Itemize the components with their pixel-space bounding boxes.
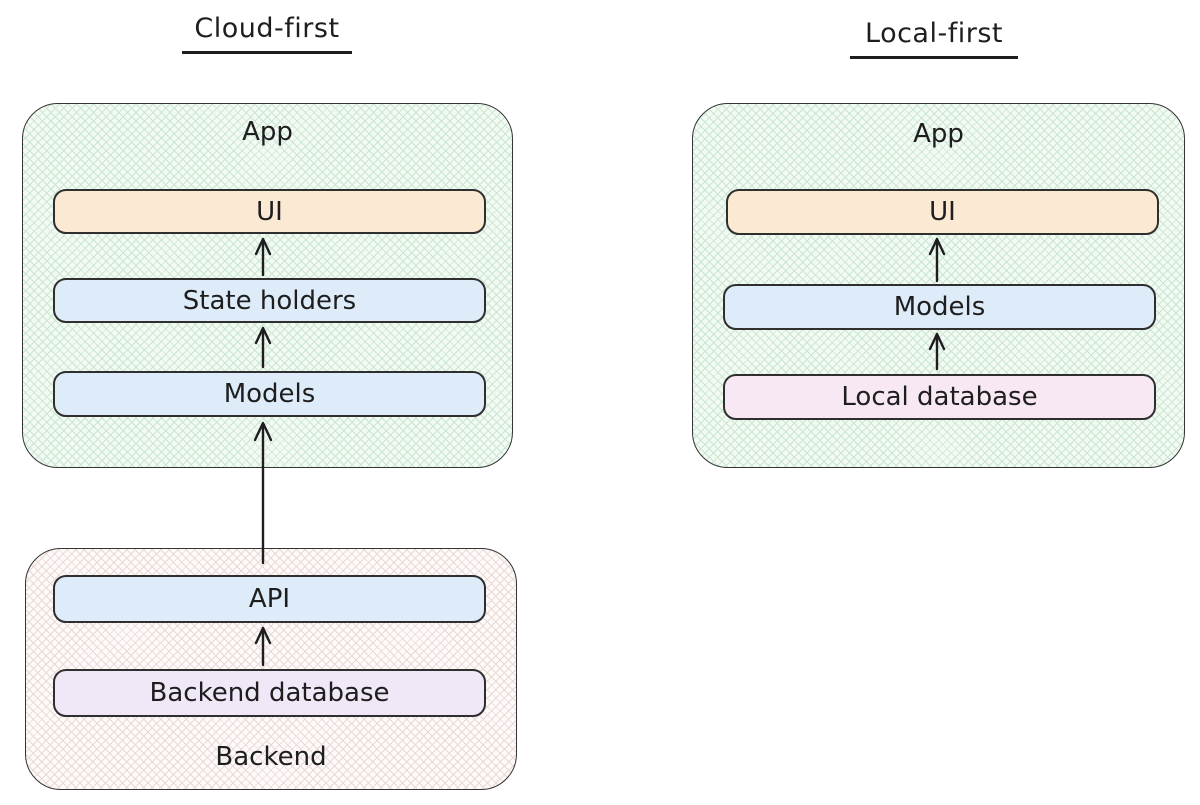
local-first-app-label: App	[913, 119, 964, 149]
cloud-first-app-container: App UI State holders Models	[22, 103, 513, 468]
local-first-models-box: Models	[723, 284, 1156, 330]
cloud-first-models-box: Models	[53, 371, 486, 417]
local-first-ui-box: UI	[726, 189, 1159, 235]
cloud-first-backend-container: API Backend database Backend	[25, 548, 517, 790]
cloud-first-ui-box: UI	[53, 189, 486, 234]
local-first-local-database-box: Local database	[723, 374, 1156, 420]
cloud-first-state-holders-box: State holders	[53, 278, 486, 323]
cloud-first-api-box: API	[53, 575, 486, 623]
local-first-title: Local-first	[850, 18, 1018, 59]
local-first-app-container: App UI Models Local database	[692, 103, 1185, 468]
cloud-first-title: Cloud-first	[182, 13, 352, 54]
cloud-first-backend-label: Backend	[215, 742, 327, 772]
cloud-first-backend-database-box: Backend database	[53, 669, 486, 717]
cloud-first-app-label: App	[242, 117, 293, 147]
